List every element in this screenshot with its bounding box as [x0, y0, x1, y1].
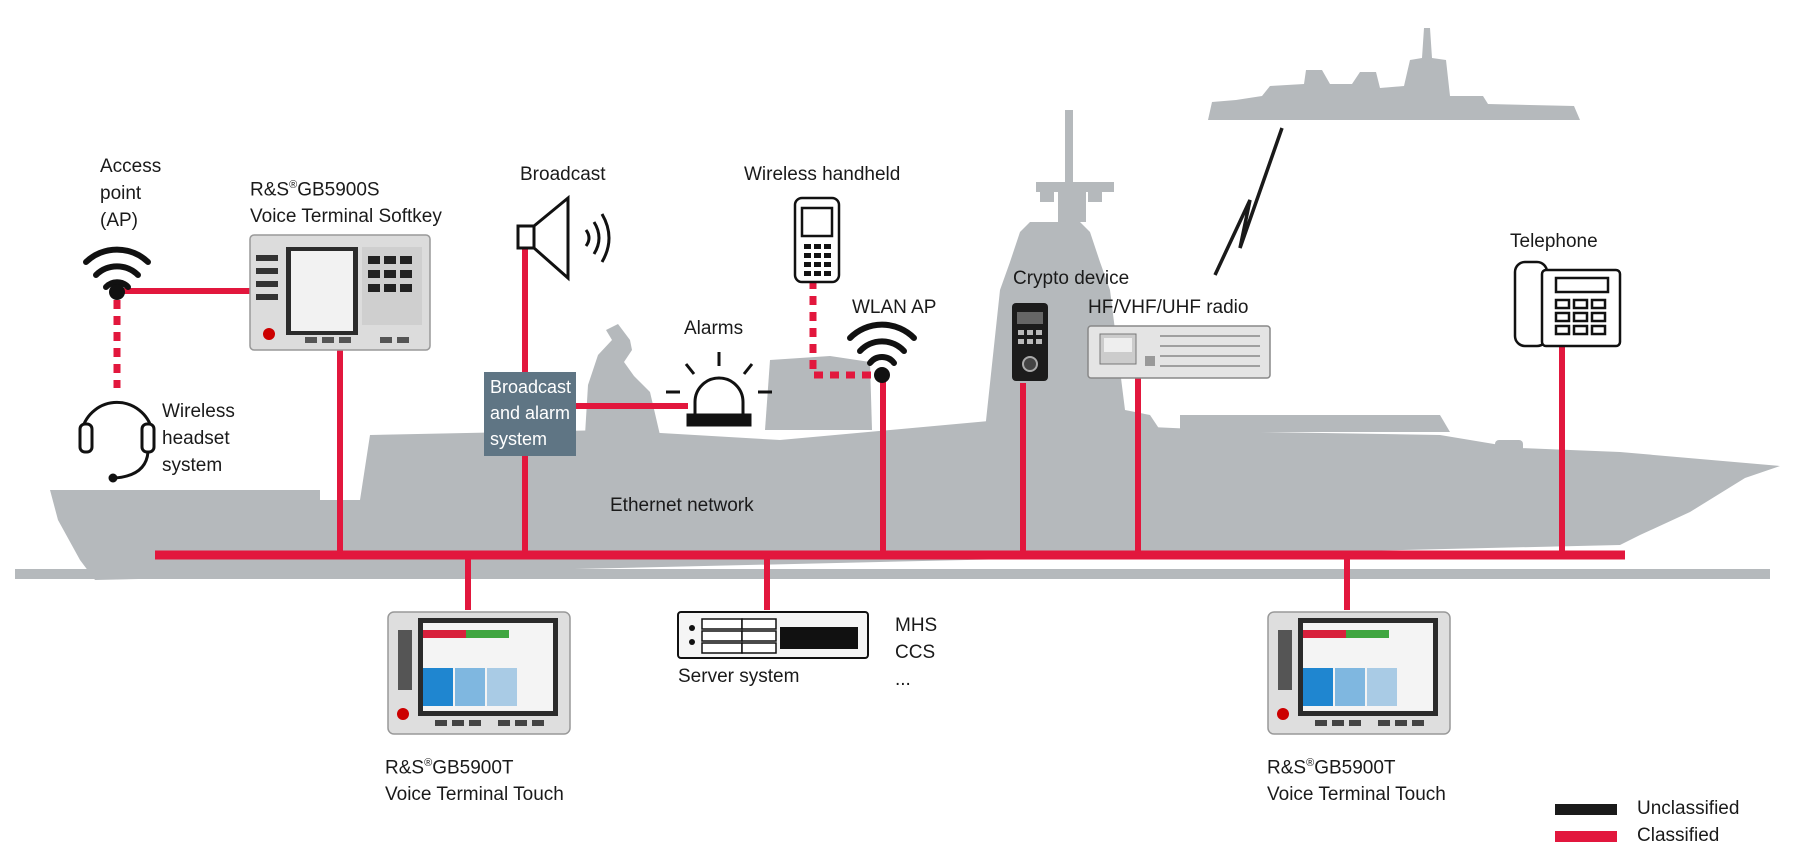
legend-label-classified: Classified — [1637, 825, 1720, 846]
legend-label-unclassified: Unclassified — [1637, 798, 1740, 819]
label-wireless-headset: Wireless headset system — [162, 401, 235, 476]
legend-swatch-classified — [1555, 831, 1617, 842]
legend-swatches — [1555, 804, 1617, 842]
alarm-light-icon — [666, 352, 772, 427]
telephone-icon — [1513, 260, 1622, 348]
lightning-link-icon — [1213, 127, 1284, 276]
voice-terminal-touch — [387, 611, 571, 735]
label-wlan-ap: WLAN AP — [852, 297, 937, 318]
legend-swatch-unclassified — [1555, 804, 1617, 815]
label-touch-terminal-left: R&S®GB5900T Voice Terminal Touch — [385, 757, 564, 806]
label-softkey-terminal: R&S®GB5900S Voice Terminal Softkey — [250, 179, 442, 228]
radio-icon — [1087, 325, 1271, 379]
label-wireless-handheld: Wireless handheld — [744, 164, 901, 185]
broadcast-alarm-system-box: Broadcast and alarm system — [484, 372, 576, 456]
handheld-phone-icon — [793, 196, 841, 284]
voice-terminal-softkey — [249, 234, 431, 351]
speaker-icon — [516, 194, 611, 282]
label-telephone: Telephone — [1510, 231, 1598, 252]
headset-icon — [78, 400, 156, 483]
server-icon — [677, 611, 869, 659]
label-server-system: Server system — [678, 666, 800, 687]
label-crypto-device: Crypto device — [1013, 268, 1130, 289]
wifi-icon — [83, 246, 151, 300]
voice-terminal-touch — [1267, 611, 1451, 735]
label-server-services: MHS CCS ... — [895, 615, 938, 690]
distant-ship-silhouette — [1208, 28, 1580, 120]
crypto-device-icon — [1012, 303, 1048, 381]
label-radio: HF/VHF/UHF radio — [1088, 297, 1249, 318]
label-ethernet-network: Ethernet network — [610, 495, 754, 516]
label-touch-terminal-right: R&S®GB5900T Voice Terminal Touch — [1267, 757, 1446, 806]
label-access-point: Access point (AP) — [100, 156, 162, 231]
label-broadcast: Broadcast — [520, 164, 606, 185]
label-alarms: Alarms — [684, 318, 744, 339]
classified-links — [118, 245, 1565, 610]
wifi-icon — [847, 321, 917, 383]
